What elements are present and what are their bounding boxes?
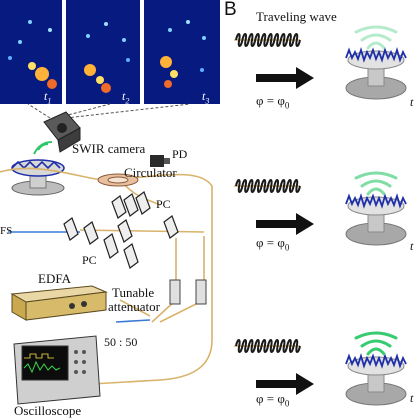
fiber-blue xyxy=(115,319,151,323)
camera-frame-1: t1 xyxy=(0,0,62,104)
projection-line xyxy=(27,103,51,119)
polarization-controller-icon xyxy=(63,191,179,269)
arrow-icon xyxy=(256,67,314,89)
camera-frame-3: t3 xyxy=(144,0,220,104)
emission-icon xyxy=(354,171,398,196)
emission-icon xyxy=(354,25,398,50)
swir-camera-label: SWIR camera xyxy=(72,141,146,156)
wave-icon xyxy=(235,33,301,47)
camera-frame-2: t2 xyxy=(66,0,140,104)
phi-label-3: φ = φ0 xyxy=(256,391,290,409)
arrow-icon xyxy=(256,213,314,235)
wave-icon xyxy=(235,339,301,353)
t-label-3: t xyxy=(410,391,414,405)
pc-label-top: PC xyxy=(156,197,171,211)
traveling-wave-label: Traveling wave xyxy=(256,9,337,24)
frame-2-image xyxy=(84,22,130,93)
projection-line xyxy=(63,103,111,117)
setup-diagram xyxy=(0,103,213,405)
emission-icon xyxy=(354,331,398,356)
resonator-icon xyxy=(345,47,407,100)
panel-b-row-3 xyxy=(234,331,407,406)
signal-icon xyxy=(33,141,53,155)
camera-icon xyxy=(43,111,81,153)
frame-1-image xyxy=(8,20,57,89)
t-label-2: t xyxy=(410,239,414,253)
panel-b-row-1 xyxy=(234,25,407,100)
pd-label: PD xyxy=(172,147,188,161)
splitter-label: 50 : 50 xyxy=(104,335,138,349)
photodiode-icon xyxy=(150,155,170,167)
panel-b-row-2 xyxy=(234,171,407,246)
circulator-label: Circulator xyxy=(124,165,177,180)
resonator-icon xyxy=(345,193,407,246)
arrow-icon xyxy=(256,373,314,395)
panel-letter-b: B xyxy=(224,0,237,20)
fs-label: FS xyxy=(0,225,13,237)
edfa-label: EDFA xyxy=(38,271,71,286)
phi-label-1: φ = φ0 xyxy=(256,93,290,111)
attenuator-label: attenuator xyxy=(108,299,160,314)
oscilloscope-label: Oscilloscope xyxy=(14,403,82,418)
pc-label-bottom: PC xyxy=(82,253,97,267)
attenuator-icon xyxy=(169,279,207,305)
panel-b-diagram xyxy=(234,25,407,406)
phi-label-2: φ = φ0 xyxy=(256,235,290,253)
projection-line xyxy=(65,103,191,119)
wave-icon xyxy=(235,179,301,193)
edfa-icon xyxy=(10,285,108,321)
t-label-1: t xyxy=(410,95,414,109)
tunable-label: Tunable xyxy=(112,285,155,300)
circulator-icon xyxy=(97,173,139,187)
resonator-icon xyxy=(345,353,407,406)
oscilloscope-icon xyxy=(13,335,101,405)
resonator-icon xyxy=(11,159,65,196)
frame-3-image xyxy=(160,20,206,88)
